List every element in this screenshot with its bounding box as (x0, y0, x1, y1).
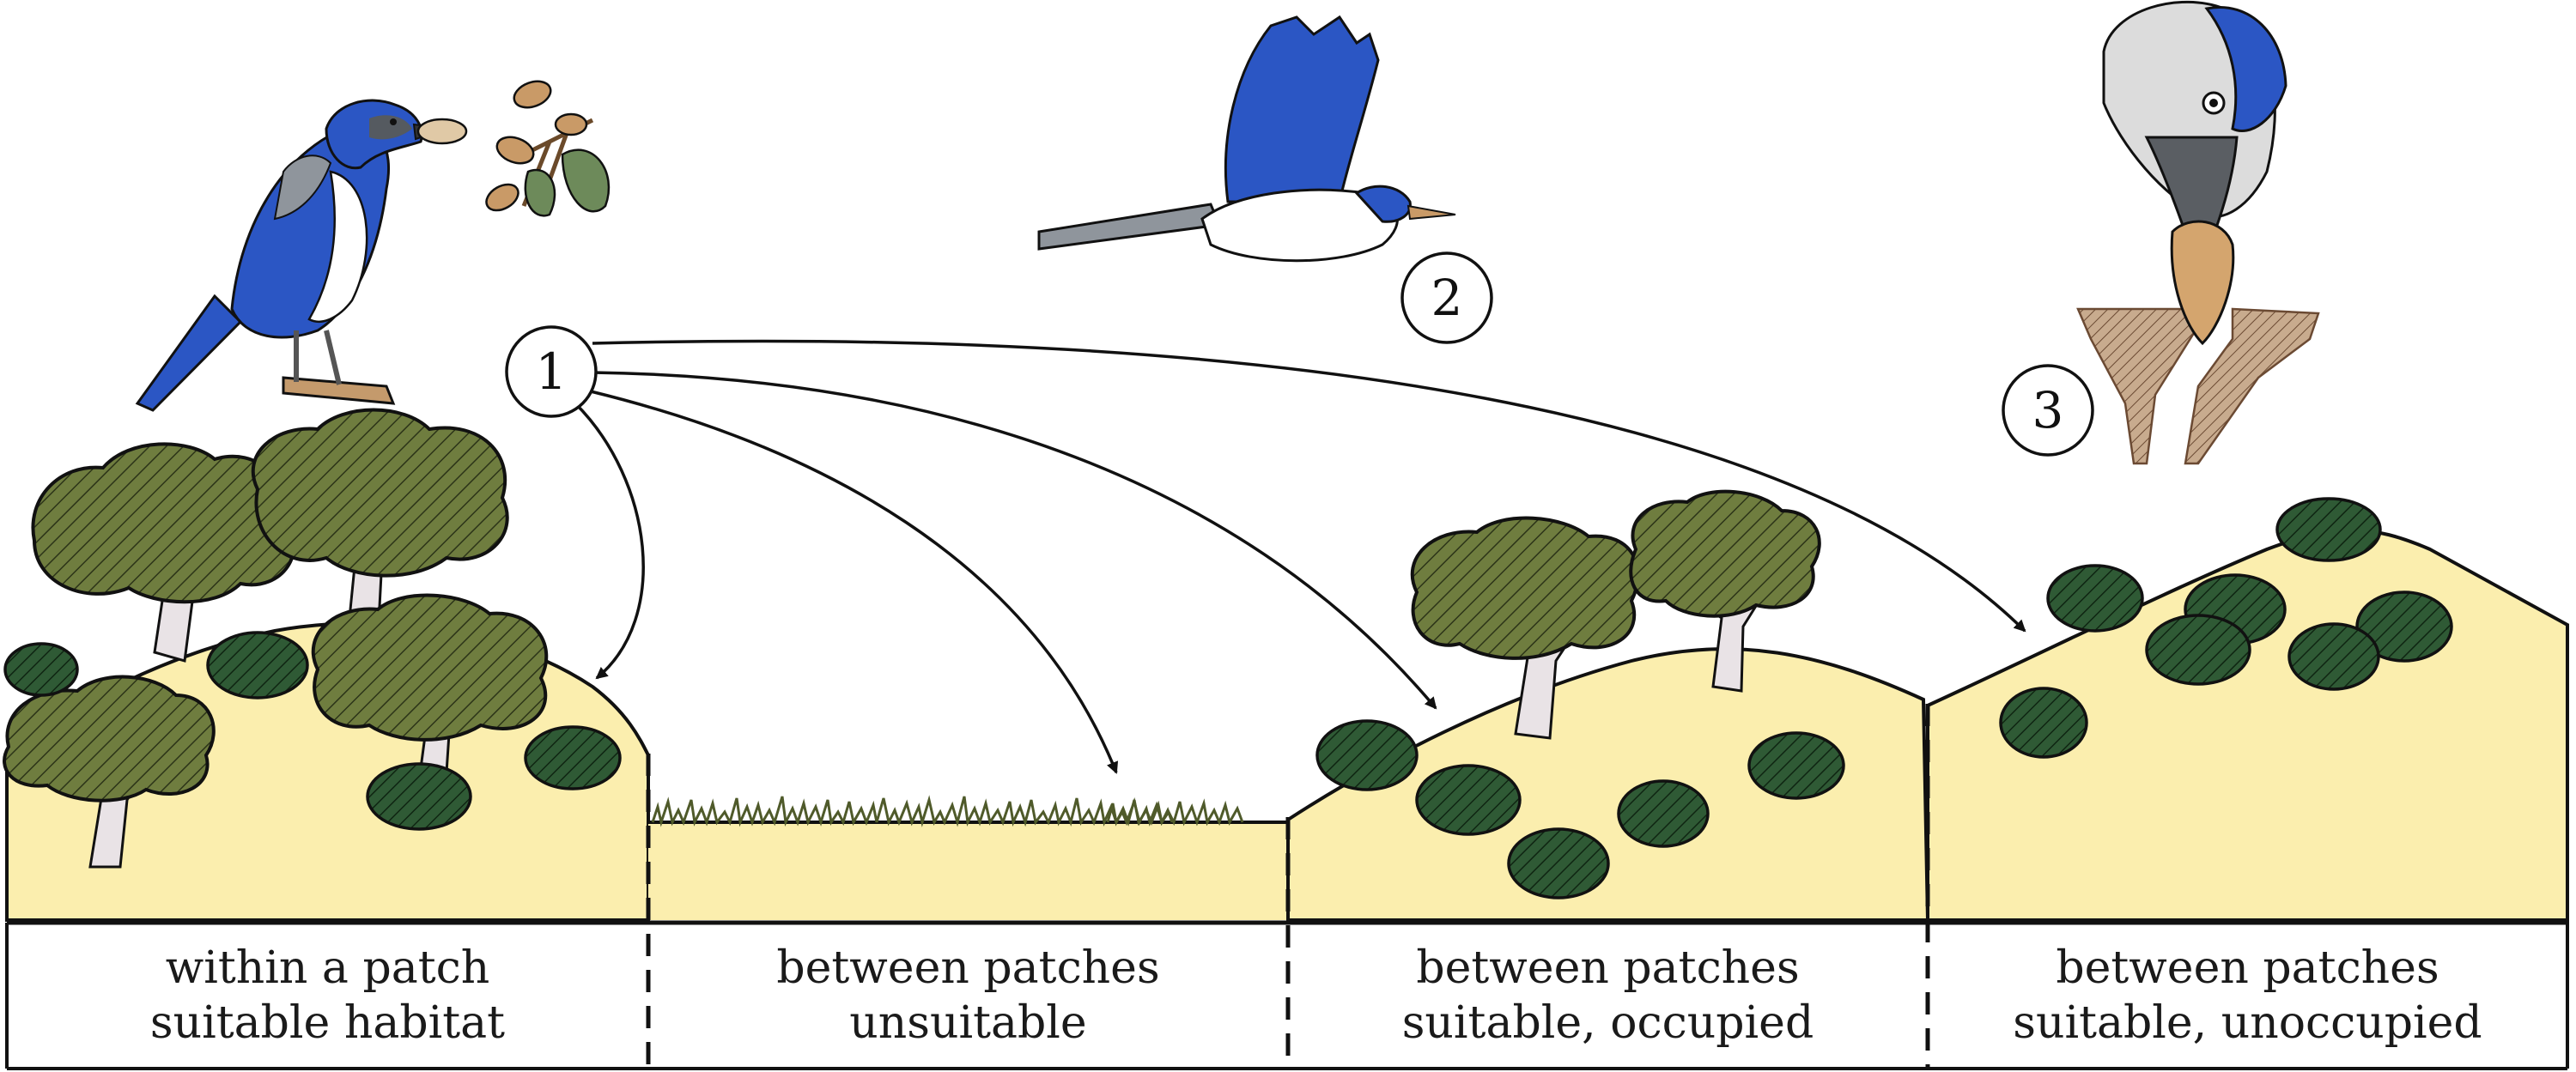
oak-trees (3, 408, 1821, 869)
jay-tail (135, 294, 243, 412)
shrub (2355, 591, 2453, 663)
flying-jay-tail (1037, 203, 1222, 251)
panel-label-line1: between patches (776, 942, 1160, 994)
marker-2-circle (1400, 251, 1493, 344)
arrow-unsuitable (590, 390, 1119, 774)
shrub (2046, 564, 2144, 633)
arrow-within-patch (574, 402, 645, 680)
oak-tree (1629, 489, 1821, 693)
perch-branch (282, 376, 396, 405)
jay-eye (390, 118, 397, 125)
number-markers: 1 2 3 (505, 251, 2094, 457)
acorn-in-beak (416, 118, 468, 145)
panel-label-unsuitable: between patches unsuitable (648, 931, 1288, 1060)
oak-leaf (561, 148, 611, 213)
marker-1: 1 (536, 342, 568, 401)
perched-jay-illustration (135, 99, 468, 412)
marker-1-circle (505, 325, 598, 418)
oak-tree (251, 408, 509, 641)
panel-label-suitable-occupied: between patches suitable, occupied (1288, 931, 1928, 1060)
flying-jay-illustration (1037, 15, 1456, 263)
shrub (1507, 827, 1610, 899)
marker-2: 2 (1431, 269, 1463, 327)
jay-mask (369, 115, 412, 140)
soil-cache (2184, 307, 2320, 465)
oak-tree (1410, 516, 1640, 740)
flying-jay-wing (1224, 15, 1380, 203)
shrub (2145, 614, 2251, 686)
jay-back-patch (273, 154, 332, 221)
caching-jay-crown (2204, 6, 2287, 133)
arrow-suitable-occupied (592, 371, 1437, 710)
shrubs (3, 497, 2453, 899)
shrub (524, 725, 622, 790)
jay-legs (294, 330, 342, 385)
shrub (3, 642, 79, 697)
flying-jay-beak (1406, 204, 1456, 221)
oak-leaf (524, 168, 556, 217)
caching-jay-illustration (2076, 0, 2320, 465)
marker-3-circle (2002, 364, 2094, 457)
grassland-gap (648, 822, 1288, 920)
panel-label-line1: between patches (1416, 942, 1800, 994)
shrub (2287, 622, 2380, 691)
shrub (366, 762, 472, 831)
shrub (1617, 779, 1710, 848)
panel-label-line2: suitable habitat (149, 997, 506, 1049)
panel-label-line2: suitable, unoccupied (2013, 997, 2482, 1049)
panel-label-suitable-unoccupied: between patches suitable, unoccupied (1928, 931, 2567, 1060)
shrub (1999, 687, 2088, 759)
acorn (495, 136, 535, 165)
oak-tree (311, 593, 549, 774)
panel-label-line2: suitable, occupied (1401, 997, 1814, 1049)
acorn (485, 183, 519, 212)
panel-label-line2: unsuitable (849, 997, 1087, 1049)
soil-cache (2076, 307, 2209, 465)
panel-label-line1: between patches (2056, 942, 2439, 994)
acorn-sprig (485, 80, 611, 217)
shrub (1415, 764, 1522, 836)
marker-3: 3 (2032, 381, 2064, 439)
arrow-suitable-unoccupied (592, 339, 2026, 633)
acorn (513, 80, 552, 109)
panel-label-line1: within a patch (165, 942, 490, 994)
shrub (1315, 719, 1419, 791)
shrub (206, 631, 309, 700)
shrub (1747, 731, 1845, 800)
panel-label-within-patch: within a patch suitable habitat (7, 931, 648, 1060)
oak-tree (3, 675, 216, 869)
flying-jay-head (1354, 185, 1412, 223)
dispersal-arrows (574, 339, 2026, 774)
acorn (554, 112, 588, 136)
jay-belly (307, 170, 368, 324)
cached-acorn (2170, 220, 2235, 346)
shrub (2275, 497, 2382, 562)
label-band (5, 625, 2569, 1070)
grass-tufts (651, 795, 1244, 827)
patch-dividers (646, 704, 1930, 1069)
